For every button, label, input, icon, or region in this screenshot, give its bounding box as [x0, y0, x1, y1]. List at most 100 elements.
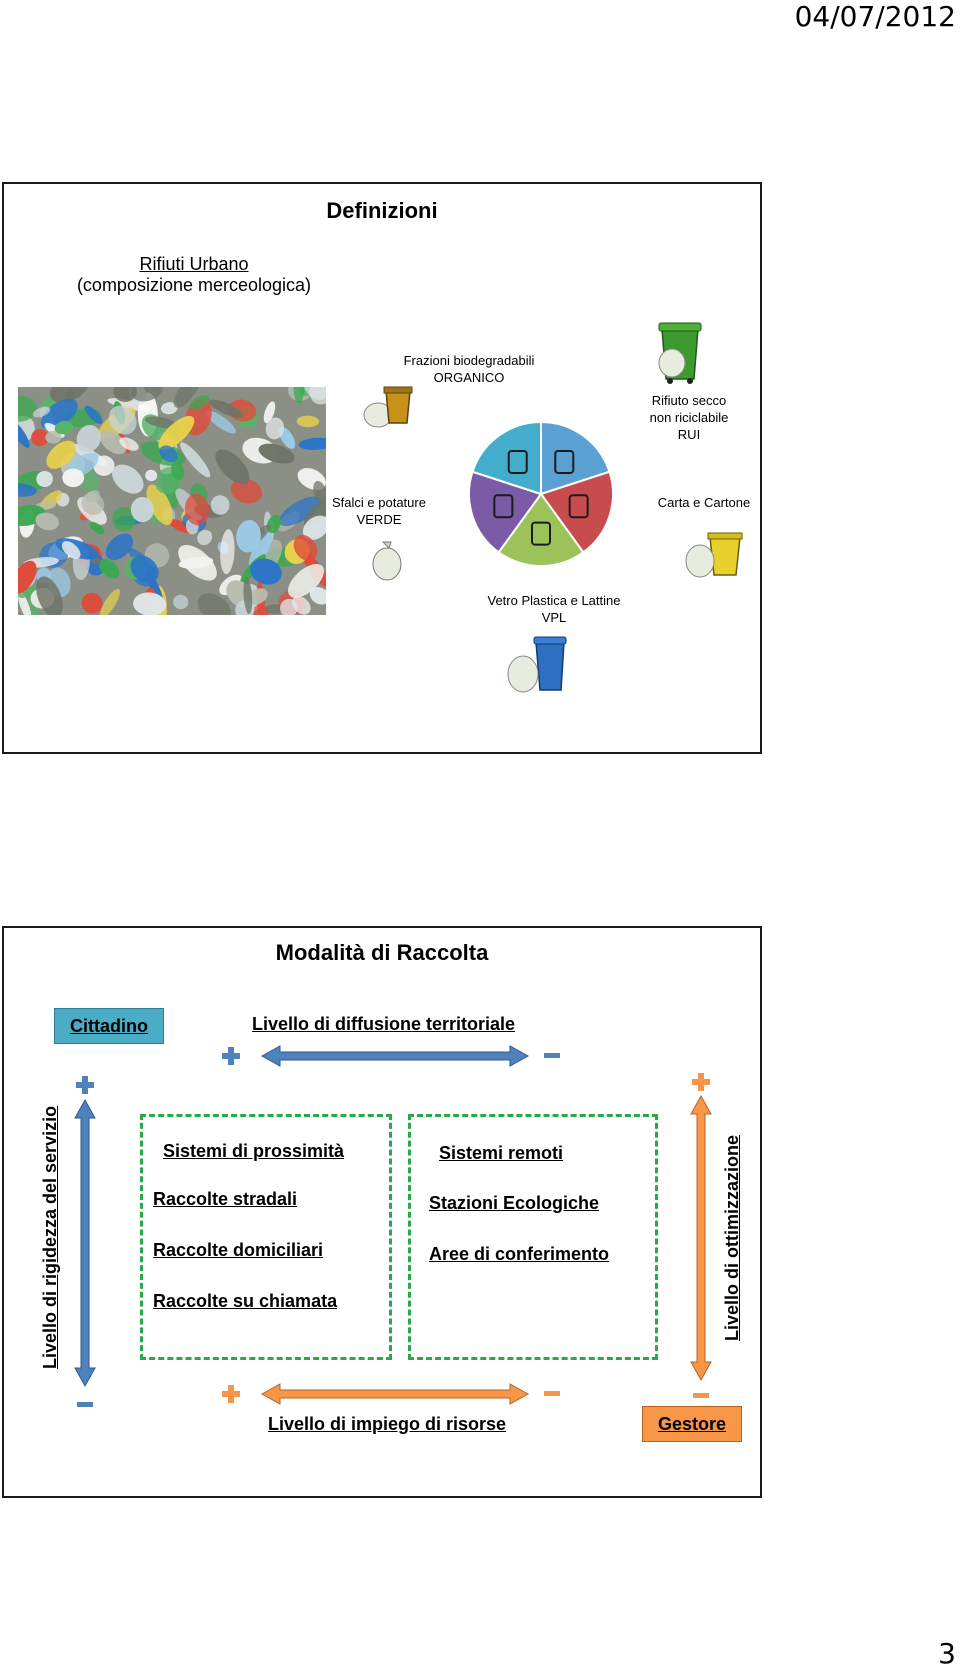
- slide-definizioni: Definizioni Rifiuti Urbano (composizione…: [0, 182, 762, 754]
- bottle-shape: [54, 420, 74, 435]
- bottle-shape: [236, 519, 261, 553]
- bottle-shape: [265, 604, 284, 615]
- label-organico-line1: Frazioni biodegradabili: [403, 353, 535, 368]
- bottle-shape: [108, 405, 137, 435]
- bottle-shape: [250, 558, 282, 585]
- wheel-sector: [497, 492, 585, 567]
- label-rui-line1: Rifiuto secco: [651, 393, 727, 408]
- plus-icon: [222, 1047, 240, 1065]
- bottle-shape: [266, 514, 281, 534]
- remoti-title: Sistemi remoti: [439, 1143, 564, 1163]
- bottle-shape: [46, 440, 77, 469]
- minus-icon: [544, 1053, 560, 1058]
- bottle-shape: [159, 445, 178, 463]
- slide-modalita-raccolta: Modalità di Raccolta Cittadino Livello d…: [2, 926, 762, 1498]
- bottle-shape: [130, 555, 159, 584]
- bottle-shape: [296, 415, 320, 428]
- arrows-layer: [74, 1045, 712, 1407]
- label-organico-line2: ORGANICO: [433, 370, 505, 385]
- carta-bin-icon: [684, 529, 744, 586]
- bottom-axis-label: Livello di impiego di risorse: [268, 1414, 507, 1434]
- bottle-shape: [180, 442, 211, 478]
- bottle-shape: [302, 515, 330, 541]
- page-number: 3: [938, 1637, 956, 1670]
- label-vpl-line2: VPL: [541, 610, 567, 625]
- bottle-shape: [112, 464, 144, 494]
- wheel-sector-icon: [568, 494, 589, 519]
- bottle-shape: [76, 424, 101, 453]
- bottle-shape: [210, 495, 230, 515]
- wheel-sector: [471, 420, 542, 496]
- bottle-shape: [230, 478, 263, 504]
- top-axis-label: Livello di diffusione territoriale: [252, 1014, 516, 1034]
- label-rui-line2: non riciclabile: [649, 410, 729, 425]
- bottle-shape: [81, 592, 103, 614]
- slide-title: Modalità di Raccolta: [275, 940, 489, 965]
- bottle-shape: [146, 484, 173, 526]
- bottle-shape: [36, 576, 63, 618]
- minus-icon: [693, 1393, 709, 1398]
- bottle-shape: [280, 598, 298, 617]
- horizontal-orange-arrow: [260, 1383, 530, 1405]
- bottle-shape: [258, 443, 295, 464]
- gestore-box: Gestore: [642, 1406, 742, 1442]
- bottle-shape: [205, 410, 236, 434]
- list-item: Stazioni Ecologiche: [429, 1193, 600, 1213]
- bottle-shape: [248, 530, 273, 570]
- rifiuti-heading: Rifiuti Urbano (composizione merceologic…: [54, 254, 334, 296]
- label-vpl-line1: Vetro Plastica e Lattine: [487, 593, 621, 608]
- bottle-shape: [45, 430, 62, 444]
- label-rui: Rifiuto secco non riciclabile RUI: [624, 392, 754, 443]
- bottle-shape: [197, 529, 213, 546]
- bottle-shape: [197, 593, 231, 622]
- bottle-shape: [145, 469, 158, 482]
- bottle-shape: [298, 437, 334, 450]
- bottle-shape: [112, 507, 136, 532]
- bottle-shape: [84, 405, 103, 424]
- cittadino-label: Cittadino: [70, 1016, 148, 1036]
- minus-icon: [544, 1391, 560, 1396]
- label-rui-line3: RUI: [677, 427, 701, 442]
- bottle-shape: [215, 449, 250, 485]
- vertical-blue-arrow: [74, 1098, 96, 1388]
- bottle-shape: [144, 416, 178, 429]
- bottle-shape: [313, 480, 328, 504]
- plus-icon: [692, 1073, 710, 1091]
- gestore-label: Gestore: [657, 1414, 727, 1434]
- wheel-sector-icon: [554, 449, 575, 474]
- bottle-shape: [243, 577, 253, 615]
- bottle-shape: [31, 428, 49, 447]
- slide-title: Definizioni: [326, 198, 438, 223]
- plus-icon: [76, 1076, 94, 1094]
- bottle-shape: [105, 533, 134, 561]
- bottle-shape: [93, 455, 115, 476]
- bottle-shape: [309, 587, 330, 605]
- bottle-shape: [133, 592, 167, 616]
- rifiuti-title: Rifiuti Urbano: [139, 254, 249, 274]
- bottle-shape: [189, 395, 210, 410]
- plus-icon: [222, 1385, 240, 1403]
- label-carta: Carta e Cartone: [657, 495, 751, 510]
- bottle-shape: [208, 399, 245, 418]
- bottle-shape: [85, 491, 98, 503]
- organico-bin-icon: [362, 379, 416, 434]
- bottle-shape: [263, 401, 276, 424]
- waste-photo: [0, 370, 336, 630]
- bottle-shape: [184, 493, 210, 526]
- vertical-orange-arrow: [690, 1094, 712, 1382]
- bottle-shape: [287, 563, 325, 598]
- bottle-shape: [11, 560, 37, 594]
- bottle-shape: [35, 512, 59, 531]
- list-item: Raccolte stradali: [153, 1189, 298, 1209]
- bottle-shape: [100, 588, 120, 618]
- bottle-shape: [160, 402, 178, 415]
- bottle-shape: [178, 556, 214, 569]
- rifiuti-subtitle: (composizione merceologica): [76, 275, 312, 295]
- prossimita-box: Sistemi di prossimità Raccolte stradali …: [140, 1114, 392, 1360]
- bottle-shape: [158, 415, 195, 450]
- horizontal-blue-arrow: [260, 1045, 530, 1067]
- minus-icon: [77, 1402, 93, 1407]
- bottle-shape: [278, 496, 321, 527]
- bottle-shape: [171, 461, 185, 481]
- bottle-shape: [168, 519, 193, 534]
